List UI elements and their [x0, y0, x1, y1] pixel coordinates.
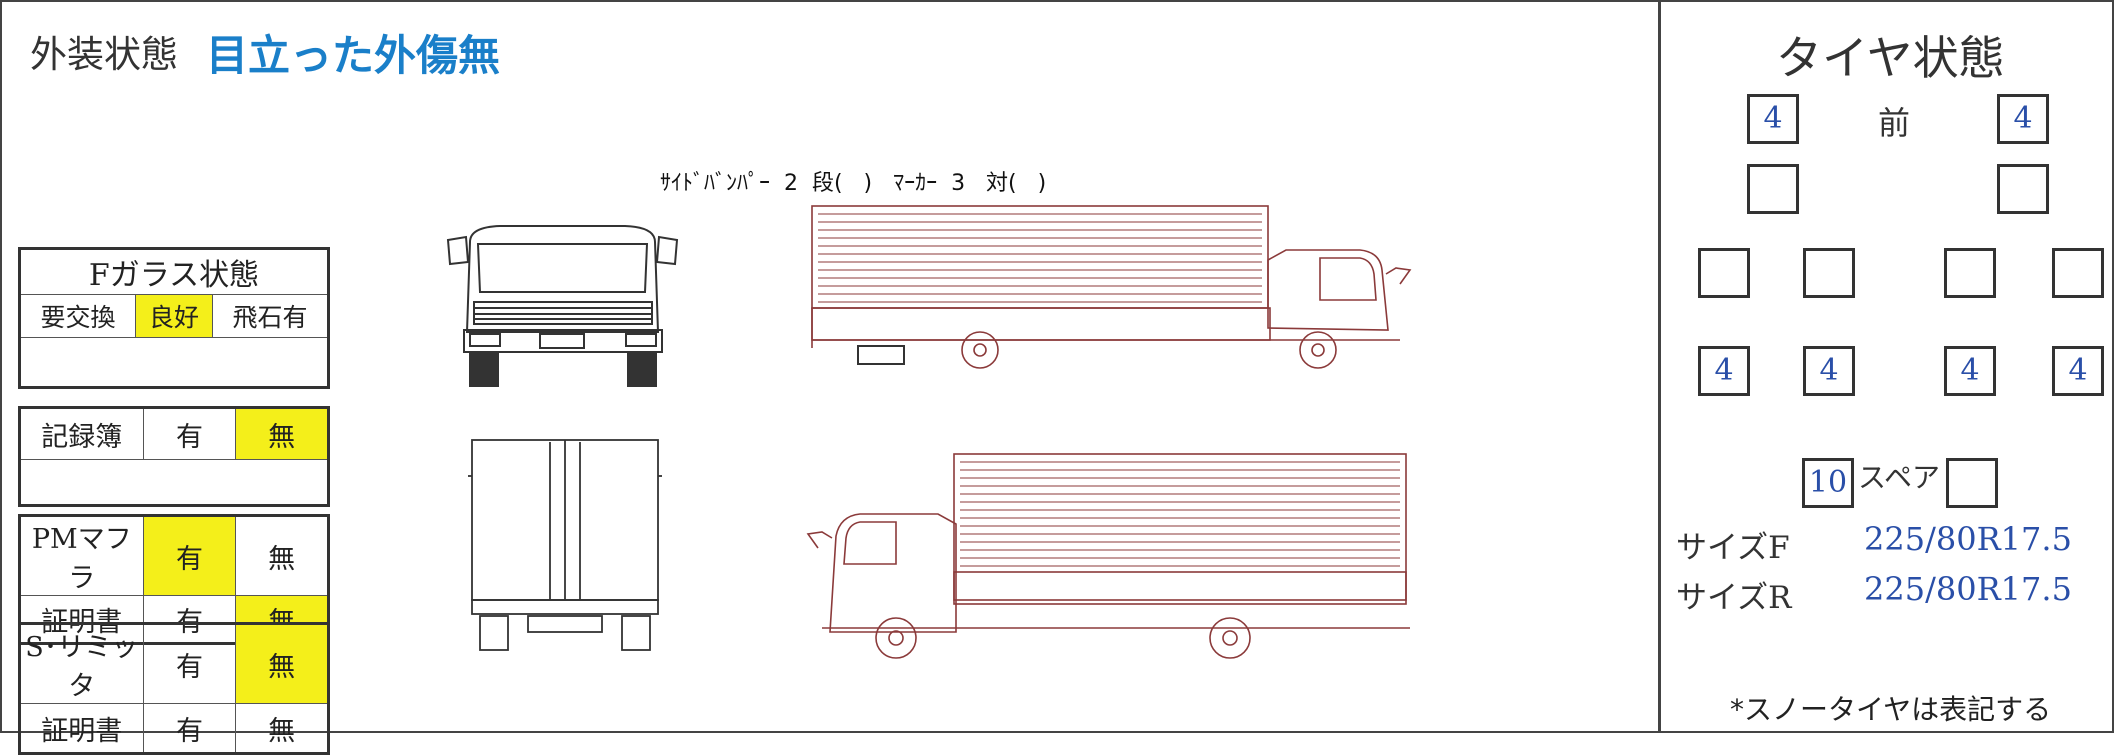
front-glass-table: Fガラス状態 要交換 良好 飛石有	[18, 247, 330, 389]
pm-muffler-yes: 有	[142, 515, 237, 596]
glass-notes-cell	[19, 337, 329, 388]
truck-front-view-drawing	[446, 225, 679, 387]
tire-status-title: タイヤ状態	[1776, 31, 2005, 85]
glass-option-good: 良好	[135, 294, 213, 338]
tire-rear-outer-2-box	[1803, 248, 1855, 298]
tire-rear-outer-1-box	[1698, 248, 1750, 298]
size-rear-label: サイズR	[1676, 580, 1792, 616]
spare-label: スペア	[1858, 461, 1941, 494]
speed-limiter-yes: 有	[142, 623, 237, 704]
sl-cert-label: 証明書	[19, 703, 144, 754]
tire-rear-outer-4-box	[2052, 248, 2104, 298]
truck-side-view-right-drawing	[811, 205, 1412, 369]
record-book-table: 記録簿 有 無	[18, 406, 330, 507]
tire-rear-1-box: 4	[1698, 346, 1750, 396]
glass-option-chip: 飛石有	[211, 294, 330, 338]
front-glass-title: Fガラス状態	[19, 248, 329, 295]
tire-rear-4-box: 4	[2052, 346, 2104, 396]
truck-side-view-left-drawing	[806, 453, 1410, 659]
panel-divider	[1658, 0, 1661, 733]
front-label: 前	[1878, 104, 1911, 142]
speed-limiter-label: S･リミッタ	[19, 623, 144, 704]
size-front-value: 225/80R17.5	[1864, 520, 2072, 558]
tire-front-right-box: 4	[1997, 94, 2049, 144]
snow-tire-note: *スノータイヤは表記する	[1730, 693, 2052, 726]
sl-cert-yes: 有	[142, 703, 237, 754]
side-bumper-marker-note: ｻｲﾄﾞﾊﾞﾝﾊﾟｰ 2 段( ) ﾏｰｶｰ 3 対( )	[660, 171, 1047, 196]
size-front-label: サイズF	[1676, 530, 1790, 566]
glass-option-replace: 要交換	[18, 294, 137, 338]
pm-muffler-no: 無	[235, 515, 329, 596]
speed-limiter-no: 無	[235, 623, 329, 704]
tire-second-left-box	[1747, 164, 1799, 214]
spare-tire-second-box	[1946, 458, 1998, 508]
speed-limiter-table: S･リミッタ 有 無 証明書 有 無	[18, 622, 330, 755]
size-rear-value: 225/80R17.5	[1864, 570, 2072, 608]
record-book-yes: 有	[142, 407, 237, 460]
tire-rear-outer-3-box	[1944, 248, 1996, 298]
record-book-notes-cell	[19, 459, 329, 506]
tire-second-right-box	[1997, 164, 2049, 214]
spare-tire-box: 10	[1802, 458, 1854, 508]
tire-rear-2-box: 4	[1803, 346, 1855, 396]
record-book-label: 記録簿	[19, 407, 144, 460]
record-book-no: 無	[235, 407, 329, 460]
exterior-label: 外装状態	[30, 33, 178, 76]
tire-front-left-box: 4	[1747, 94, 1799, 144]
truck-rear-view-drawing	[468, 439, 662, 651]
exterior-value: 目立った外傷無	[206, 31, 501, 80]
pm-muffler-label: PMマフラ	[19, 515, 144, 596]
document-frame	[0, 0, 2114, 733]
tire-rear-3-box: 4	[1944, 346, 1996, 396]
sl-cert-no: 無	[235, 703, 329, 754]
